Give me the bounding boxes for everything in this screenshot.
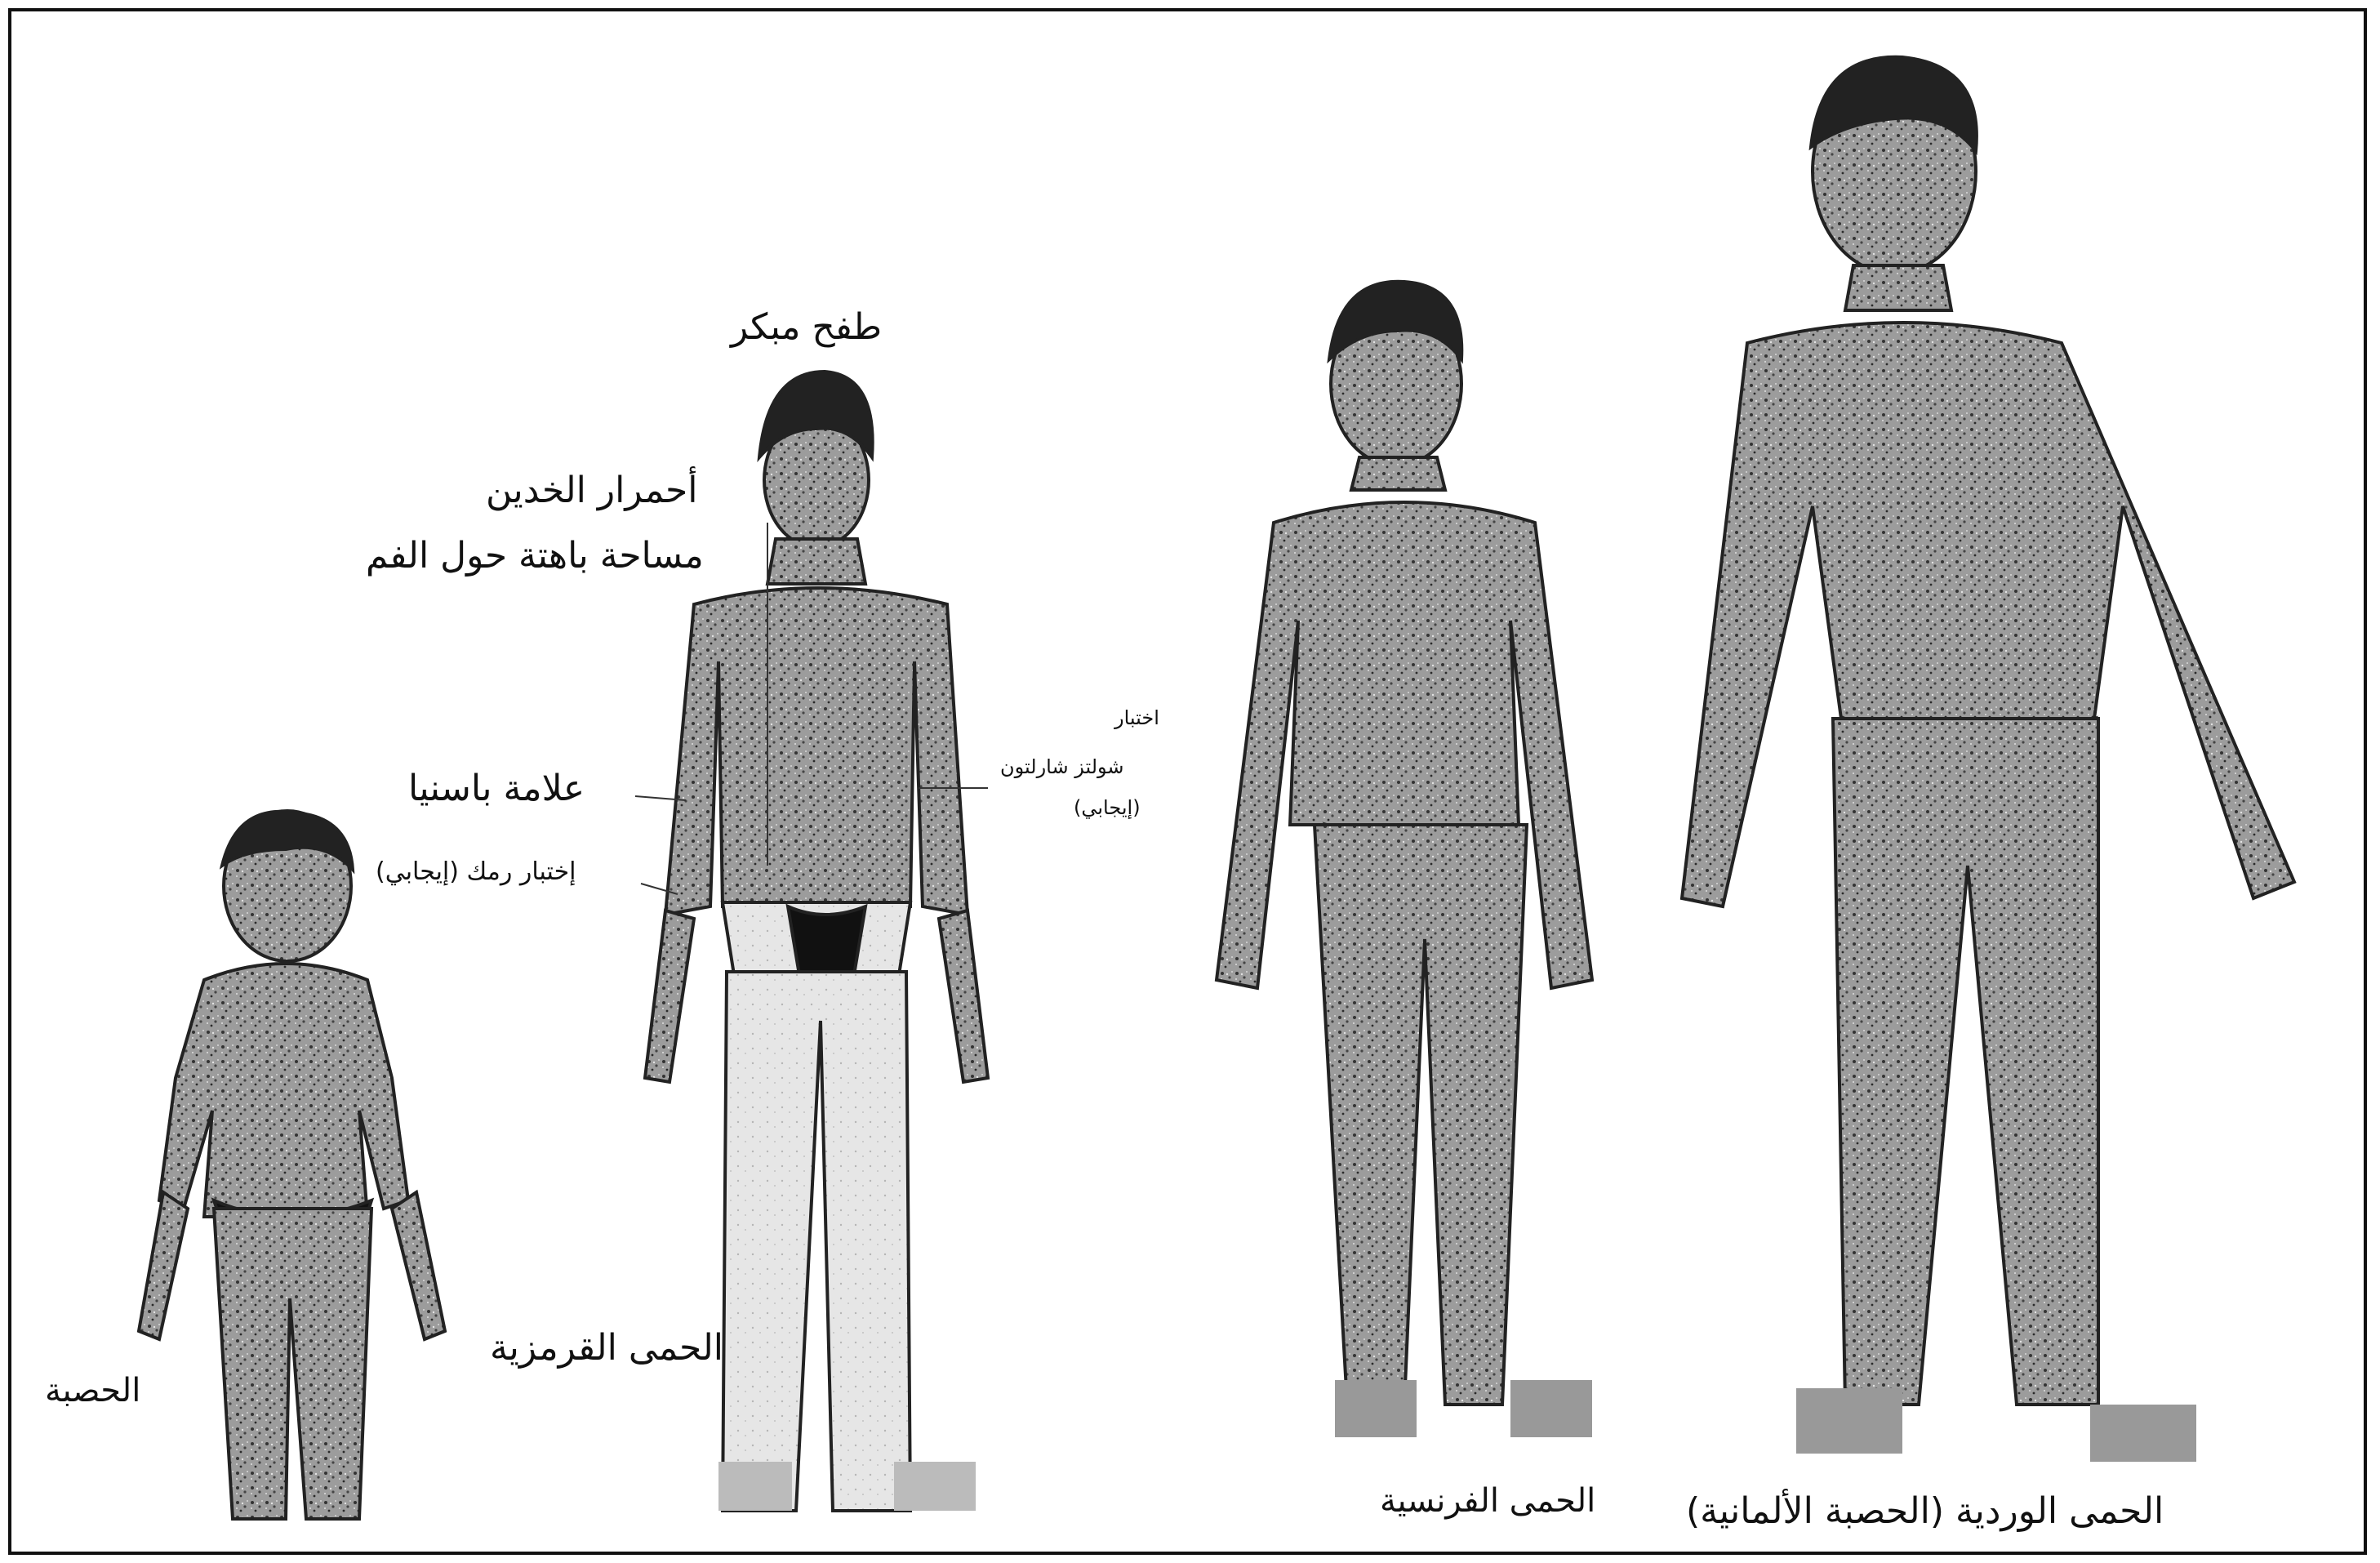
foot-shadow	[894, 1462, 976, 1511]
label-schultz-line2: شولتز شارلتون	[1000, 755, 1124, 778]
figure-rubella	[1682, 57, 2294, 1405]
foot-shadow	[1796, 1388, 1902, 1454]
label-schultz-line1: اختبار	[1114, 706, 1159, 729]
foot-shadow	[2090, 1405, 2196, 1462]
label-pastia-sign: علامة باسنيا	[408, 768, 585, 809]
foot-shadow	[1335, 1380, 1417, 1437]
label-pale-mouth: مساحة باهتة حول الفم	[366, 535, 704, 577]
figure-measles	[139, 811, 445, 1519]
figure-fourth-disease	[1217, 282, 1592, 1405]
label-early-rash: طفح مبكر	[731, 306, 882, 348]
label-scarlet-fever: الحمى القرمزية	[490, 1327, 723, 1369]
foot-shadow	[1510, 1380, 1592, 1437]
label-schultz-line3: (إيجابي)	[1074, 796, 1141, 819]
foot-shadow	[718, 1462, 792, 1511]
label-measles: الحصبة	[45, 1372, 140, 1409]
label-fourth-disease: الحمى الفرنسية	[1380, 1482, 1595, 1520]
label-rumpel-test: إختبار رمك (إيجابي)	[376, 857, 576, 886]
label-rubella: الحمى الوردية (الحصبة الألمانية)	[1686, 1490, 2164, 1532]
label-flushed-cheeks: أحمرار الخدين	[486, 470, 697, 511]
